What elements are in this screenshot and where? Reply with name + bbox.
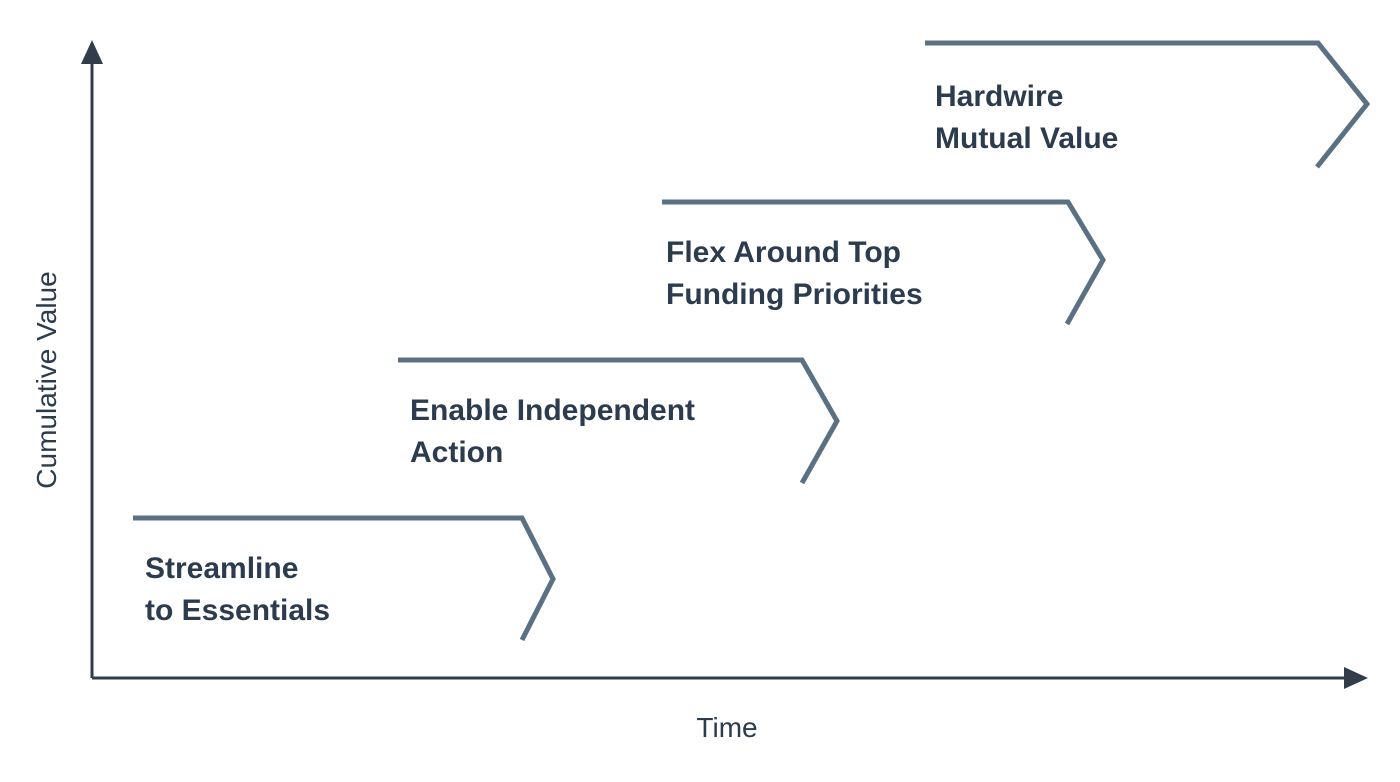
phase-label-streamline-to-essentials: Streamline to Essentials [145,552,331,627]
phase-label-enable-independent-action: Enable Independent Action [410,394,696,469]
phase-arrow-enable-independent-action [398,357,840,485]
y-axis-label: Cumulative Value [31,271,62,489]
phase-arrow-streamline-to-essentials [133,515,556,642]
x-axis-label: Time [696,712,758,743]
phase-arrow-hardwire-mutual-value [925,40,1371,169]
y-axis-arrowhead-icon [81,40,103,64]
x-axis-arrowhead-icon [1344,667,1368,689]
y-axis [81,40,103,678]
phase-arrow-flex-around-top-funding-priorities [662,199,1106,326]
phase-label-hardwire-mutual-value: Hardwire Mutual Value [935,80,1119,155]
phase-label-flex-around-top-funding-priorities: Flex Around Top Funding Priorities [666,236,923,311]
x-axis [92,667,1368,689]
